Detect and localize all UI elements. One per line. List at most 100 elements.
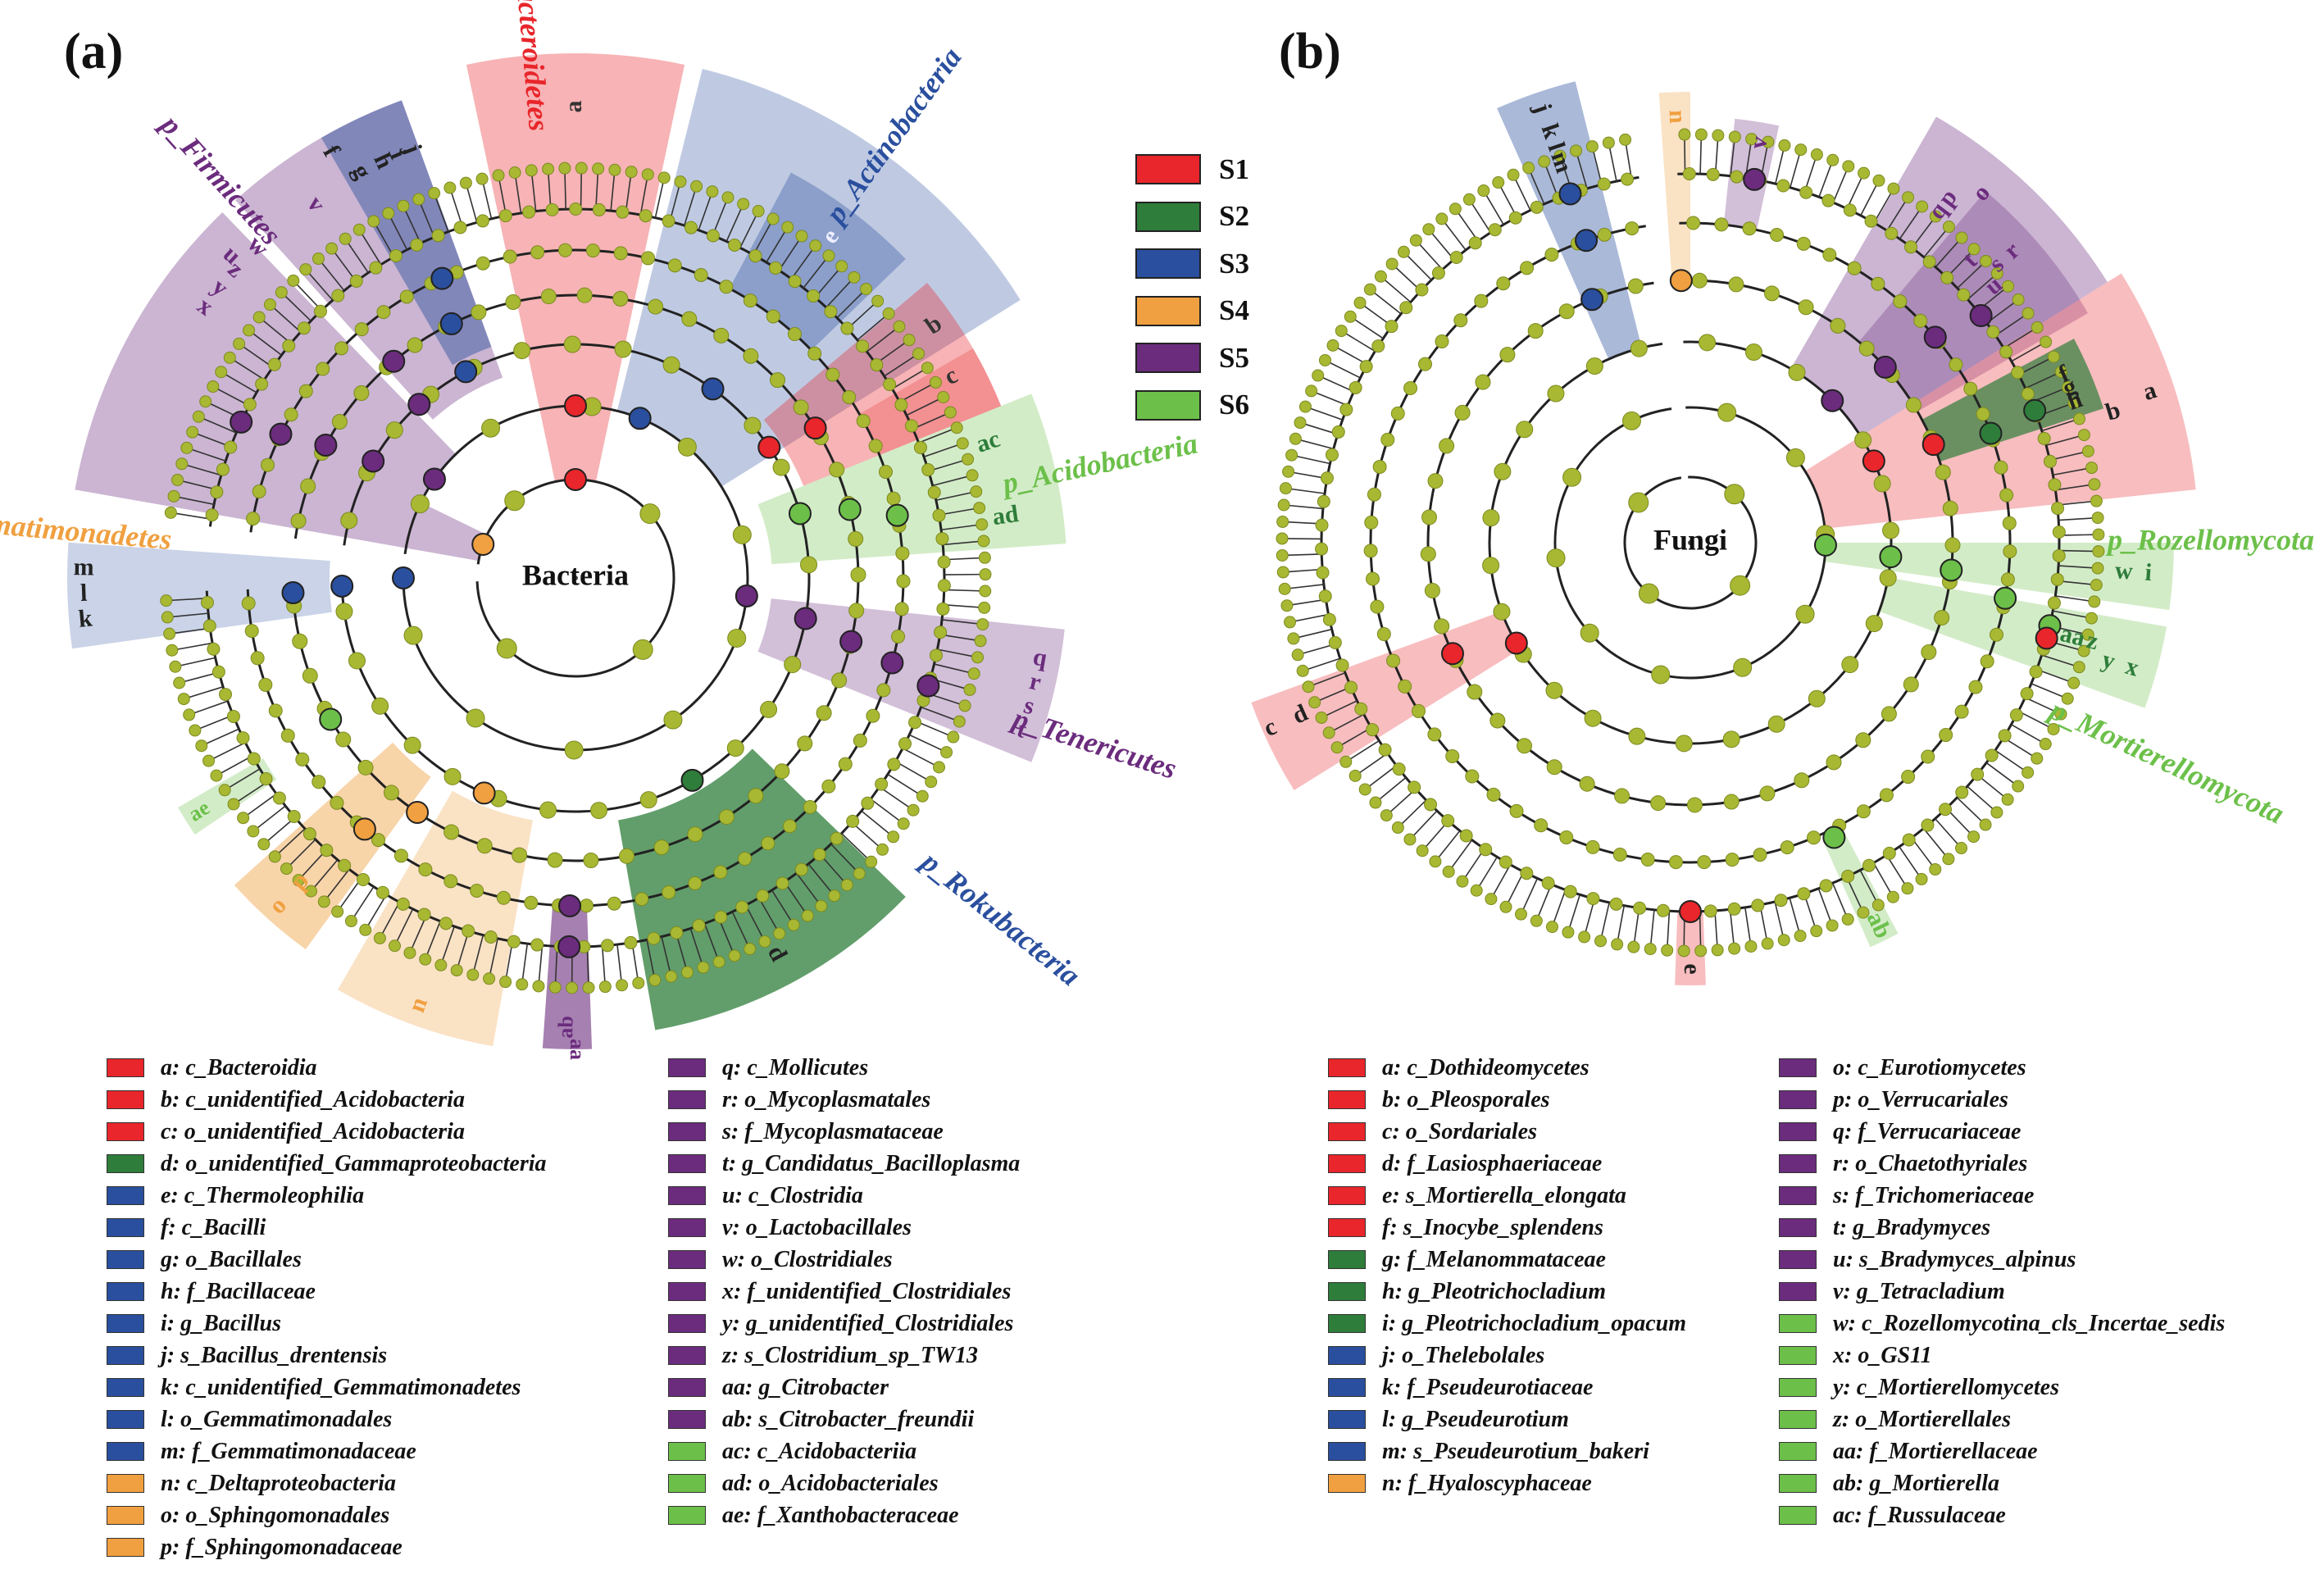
panel-a-node bbox=[816, 705, 832, 721]
legend-item: t: g_Bradymyces bbox=[1779, 1212, 2225, 1244]
panel-b-node bbox=[1459, 829, 1473, 843]
panel-a-clade-highlight-6 bbox=[757, 598, 1065, 762]
panel-a-node bbox=[284, 407, 298, 422]
panel-b-node bbox=[1753, 848, 1767, 862]
panel-b-leaf-node bbox=[1794, 930, 1807, 943]
legend-item: ac: c_Acidobacteriia bbox=[668, 1435, 1020, 1467]
panel-b-node bbox=[1475, 374, 1491, 390]
panel-b-leaf-node bbox=[2090, 494, 2103, 507]
panel-a-leaf-node bbox=[352, 223, 366, 236]
panel-b-node bbox=[2029, 665, 2043, 679]
legend-label: ac: f_Russulaceae bbox=[1833, 1502, 2006, 1528]
panel-a-leaf-branch bbox=[373, 221, 395, 257]
panel-b-leaf-node bbox=[1374, 270, 1387, 283]
panel-a-leaf-node bbox=[977, 534, 990, 548]
panel-b-leaf-node bbox=[1280, 599, 1294, 612]
panel-b-node bbox=[1751, 898, 1765, 912]
panel-a-node bbox=[236, 731, 250, 745]
legend-item: a: c_Bacteroidia bbox=[107, 1052, 547, 1084]
panel-a-leaf-node bbox=[657, 171, 671, 184]
panel-a-leaf-node bbox=[690, 180, 703, 193]
panel-a-node bbox=[713, 865, 728, 880]
legend-swatch bbox=[668, 1282, 706, 1301]
panel-b-leaf-branch bbox=[2057, 580, 2097, 586]
legend-swatch bbox=[668, 1410, 706, 1429]
legend-item: y: g_unidentified_Clostridiales bbox=[668, 1308, 1020, 1340]
panel-b-leaf-branch bbox=[1886, 197, 1909, 231]
panel-a-node bbox=[224, 440, 238, 454]
panel-b-leaf-node bbox=[1980, 254, 1993, 267]
panel-b-biomarker-node-22 bbox=[1440, 642, 1464, 666]
panel-a-leaf-node bbox=[853, 867, 866, 880]
panel-b-leaf-branch bbox=[1283, 568, 1323, 573]
panel-b-leaf-branch bbox=[1946, 248, 1975, 278]
panel-a-leaf-node bbox=[937, 391, 950, 404]
panel-a-leaf-branch bbox=[939, 634, 981, 642]
legend-item: y: c_Mortierellomycetes bbox=[1779, 1371, 2225, 1403]
legend-item: ab: g_Mortierella bbox=[1779, 1467, 2225, 1499]
panel-a-leaf-branch bbox=[935, 490, 976, 501]
panel-a-node bbox=[576, 287, 593, 303]
panel-a-node bbox=[770, 372, 786, 389]
panel-b-node bbox=[1372, 459, 1387, 474]
legend-label: w: c_Rozellomycotina_cls_Incertae_sedis bbox=[1833, 1310, 2226, 1336]
panel-b-leaf-branch bbox=[1945, 807, 1975, 838]
panel-b-node bbox=[1819, 879, 1833, 893]
panel-a-node bbox=[886, 491, 901, 506]
panel-a-leaf-branch bbox=[194, 714, 234, 731]
panel-b-leaf-branch bbox=[1790, 149, 1802, 189]
panel-b-leaf-branch bbox=[1616, 905, 1626, 945]
legend-swatch bbox=[668, 1346, 706, 1365]
panel-b-leaf-branch bbox=[1967, 785, 1998, 813]
panel-b-leaf-node bbox=[1403, 833, 1417, 846]
panel-a-leaf-branch bbox=[915, 720, 954, 738]
panel-b-leaf-node bbox=[1298, 400, 1312, 413]
panel-b-leaf-node bbox=[1294, 416, 1307, 430]
group-legend-swatch bbox=[1135, 343, 1201, 374]
panel-b-leaf-branch bbox=[1336, 726, 1372, 748]
panel-b-leaf-node bbox=[1276, 515, 1289, 528]
panel-a-leaf-branch bbox=[906, 396, 944, 416]
panel-a-node bbox=[937, 579, 951, 593]
panel-b-leaf-branch bbox=[2025, 697, 2062, 715]
panel-b-node bbox=[1322, 612, 1336, 626]
panel-b-leaf-branch bbox=[1567, 894, 1581, 933]
panel-b-leaf-branch bbox=[2041, 654, 2080, 668]
legend-item: c: o_unidentified_Acidobacteria bbox=[107, 1116, 547, 1148]
panel-b-node bbox=[1508, 211, 1522, 225]
panel-a-node bbox=[743, 348, 759, 364]
legend-swatch bbox=[1328, 1378, 1366, 1397]
panel-b-clade-highlight-7 bbox=[1824, 543, 2174, 611]
legend-label: a: c_Bacteroidia bbox=[161, 1054, 317, 1080]
panel-b-node bbox=[2047, 596, 2061, 610]
panel-a-node bbox=[904, 419, 918, 433]
panel-b-node bbox=[1795, 604, 1815, 624]
panel-a-node bbox=[875, 777, 889, 791]
panel-b-leaf-node bbox=[1794, 143, 1808, 157]
panel-a-node bbox=[338, 858, 352, 872]
panel-b-leaf-node bbox=[1929, 862, 1942, 876]
legend-item: z: s_Clostridium_sp_TW13 bbox=[668, 1340, 1020, 1371]
legend-label: t: g_Candidatus_Bacilloplasma bbox=[722, 1150, 1021, 1176]
panel-b-node bbox=[1999, 488, 2014, 503]
panel-a-leaf-node bbox=[171, 473, 184, 486]
panel-b-node bbox=[2000, 572, 2015, 587]
panel-b-node bbox=[1770, 228, 1785, 243]
panel-b-leaf-branch bbox=[1575, 150, 1588, 189]
panel-a-biomarker-node-9 bbox=[734, 584, 758, 607]
panel-a-node bbox=[898, 737, 912, 751]
panel-a-node bbox=[607, 896, 621, 911]
panel-b-leaf-branch bbox=[1956, 797, 1986, 826]
panel-a-node bbox=[353, 385, 370, 402]
panel-b-node bbox=[1325, 448, 1339, 462]
panel-b-leaf-branch bbox=[1435, 830, 1461, 862]
panel-b-node bbox=[1686, 797, 1703, 813]
panel-a-clade-highlight-15 bbox=[235, 100, 503, 420]
panel-a-node bbox=[793, 399, 809, 416]
panel-a-root-label: Bacteria bbox=[522, 558, 629, 591]
panel-b-biomarker-node-16 bbox=[1994, 586, 2017, 610]
panel-a-node bbox=[718, 809, 734, 826]
legend-item: p: f_Sphingomonadaceae bbox=[107, 1531, 547, 1563]
panel-a-leaf-branch bbox=[171, 512, 211, 521]
